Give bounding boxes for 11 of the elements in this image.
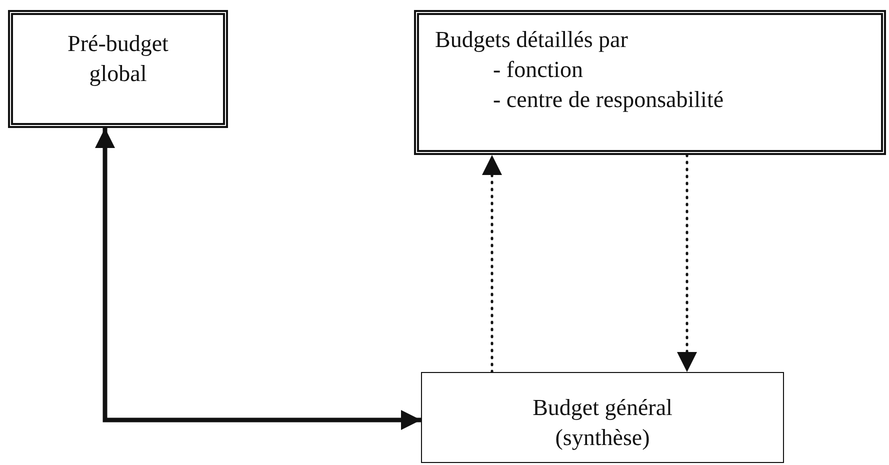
box-title: Budget général (synthèse) (532, 394, 674, 452)
process-box (421, 372, 784, 463)
arrow (95, 128, 421, 430)
box-title: Budgets détaillés par (435, 26, 628, 54)
list-item: - centre de responsabilité (492, 86, 724, 114)
arrow (482, 154, 502, 374)
list-item: - fonction (492, 56, 584, 84)
process-box (8, 10, 228, 128)
arrow (677, 154, 697, 374)
process-box (414, 10, 886, 155)
box-title: Pré-budget global (66, 30, 170, 88)
